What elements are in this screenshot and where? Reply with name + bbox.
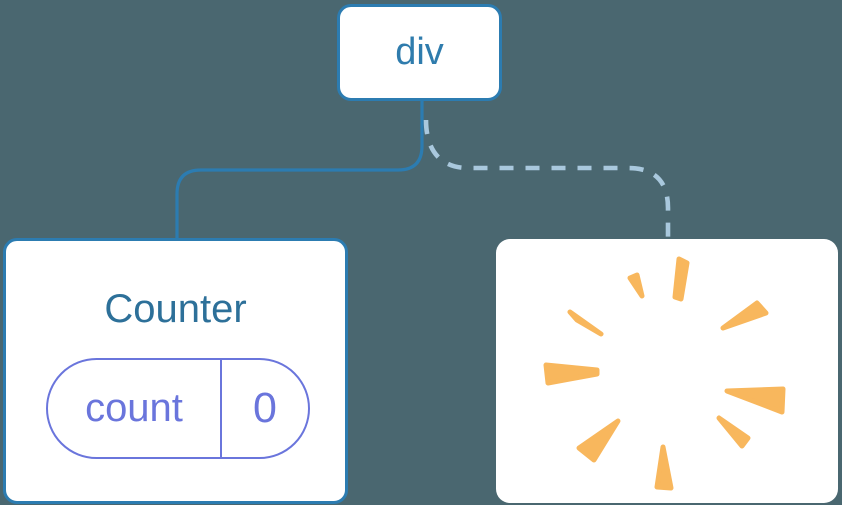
spark: [720, 300, 769, 331]
spark: [672, 256, 690, 302]
spark: [627, 272, 645, 299]
state-pill: count 0: [46, 358, 310, 459]
counter-title: Counter: [104, 287, 247, 331]
node-div: div: [337, 4, 502, 101]
solid-edge-div-to-counter: [175, 99, 424, 241]
state-key-label: count: [48, 360, 222, 457]
node-div-label: div: [395, 31, 444, 73]
spark: [716, 415, 751, 449]
spark: [543, 362, 600, 386]
spark: [724, 386, 786, 415]
spark: [576, 418, 621, 463]
node-counter: Counter count 0: [3, 238, 348, 504]
node-removed: [496, 239, 838, 503]
poof-sparks-icon: [543, 256, 786, 491]
spark: [654, 444, 674, 491]
spark: [567, 309, 604, 337]
state-value: 0: [253, 384, 277, 432]
dashed-edge-div-to-removed: [423, 119, 671, 240]
